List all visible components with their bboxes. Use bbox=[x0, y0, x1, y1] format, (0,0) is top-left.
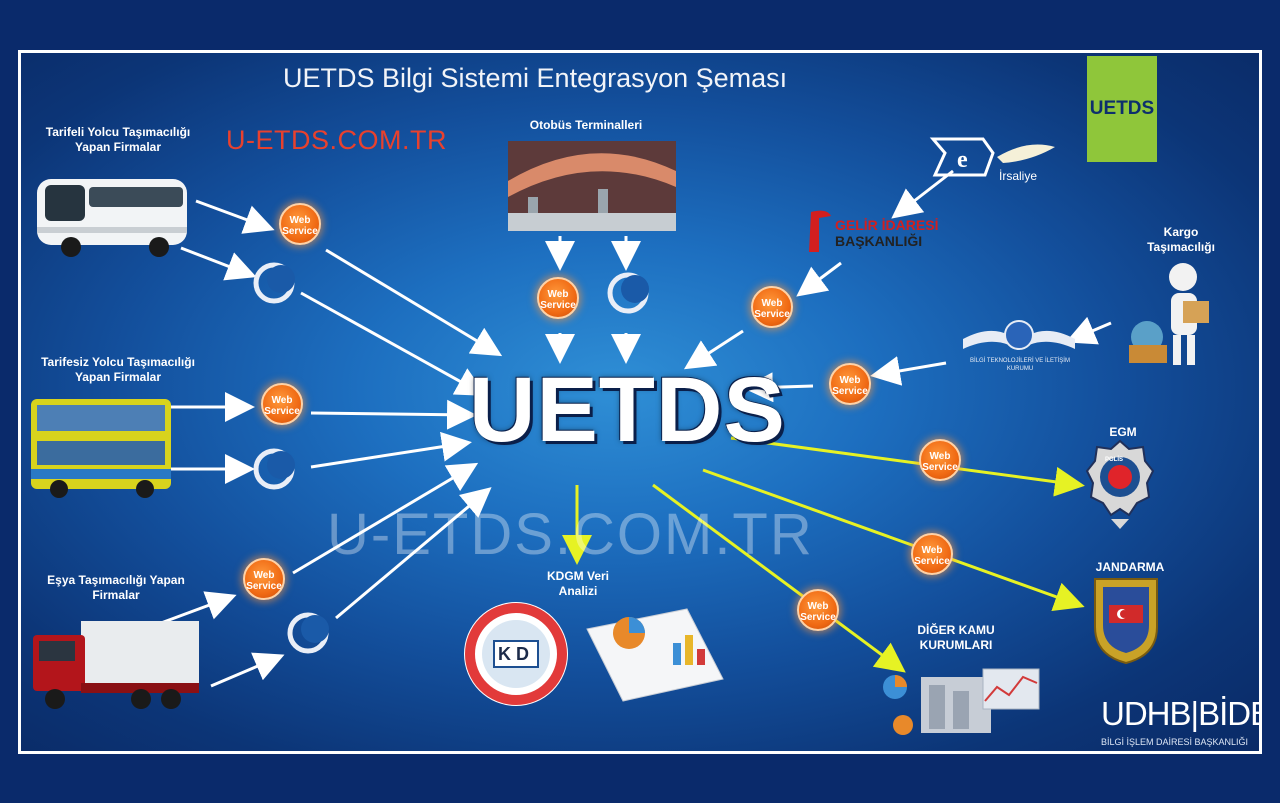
udhb-subtitle: BİLGİ İŞLEM DAİRESİ BAŞKANLIĞI bbox=[1101, 737, 1249, 747]
double-decker-image bbox=[27, 389, 177, 501]
data-analysis-image bbox=[577, 605, 727, 705]
udhb-logo: UDHB|BİDB bbox=[1101, 695, 1262, 732]
e-letter-icon: e bbox=[929, 137, 1055, 177]
web-service-node: Web Service bbox=[797, 589, 839, 631]
btk-caption: BİLGİ TEKNOLOJİLERİ VE İLETİŞİM KURUMU bbox=[970, 358, 1070, 372]
police-badge-icon bbox=[1085, 439, 1155, 529]
diagram-canvas: UETDS Bilgi Sistemi Entegrasyon Şeması U… bbox=[18, 50, 1262, 754]
irsaliye-label: İrsaliye bbox=[999, 169, 1038, 183]
egm-label: EGM bbox=[1109, 425, 1137, 439]
report-chart-icon bbox=[586, 608, 724, 702]
gib-line2: BAŞKANLIĞI bbox=[835, 233, 923, 249]
terminal-label: Otobüs Terminalleri bbox=[529, 118, 643, 132]
kdgm-label: KDGM Veri Analizi bbox=[546, 569, 609, 598]
url-watermark: U-ETDS.COM.TR bbox=[327, 502, 814, 567]
jandarma-label: JANDARMA bbox=[1095, 560, 1165, 574]
kdgm-seal-icon bbox=[464, 602, 568, 706]
tarifesiz-label: Tarifesiz Yolcu Taşımacılığı Yapan Firma… bbox=[41, 355, 195, 384]
web-service-node: Web Service bbox=[911, 533, 953, 575]
polis-text: POLİS bbox=[1105, 457, 1124, 463]
crescent-icon bbox=[253, 448, 295, 490]
jandarma-emblem bbox=[1091, 575, 1161, 665]
uetds-center-title: UETDS bbox=[469, 359, 786, 461]
web-service-node: Web Service bbox=[537, 277, 579, 319]
jandarma-shield-icon bbox=[1094, 578, 1158, 665]
kargo-label: Kargo Taşımacılığı bbox=[1147, 225, 1215, 254]
kdgm-emblem: K D bbox=[461, 599, 571, 709]
crescent-icon bbox=[607, 272, 649, 314]
connector-arrows bbox=[160, 169, 1112, 688]
svg-text:e: e bbox=[957, 147, 968, 173]
gib-mark-icon bbox=[809, 210, 831, 252]
diagram-title: UETDS Bilgi Sistemi Entegrasyon Şeması bbox=[283, 63, 788, 93]
web-service-node: Web Service bbox=[751, 286, 793, 328]
esya-label: Eşya Taşımacılığı Yapan Firmalar bbox=[47, 573, 185, 602]
ekapi-emblem bbox=[281, 609, 335, 668]
egm-emblem: POLİS bbox=[1085, 439, 1155, 531]
web-service-node: Web Service bbox=[243, 558, 285, 600]
truck-image bbox=[31, 613, 201, 713]
ekapi-emblem bbox=[247, 445, 301, 504]
web-service-node: Web Service bbox=[261, 383, 303, 425]
truck-icon bbox=[33, 621, 199, 709]
ekapi-emblem bbox=[247, 259, 301, 318]
cargo-courier-image bbox=[1121, 259, 1221, 371]
crescent-icon bbox=[287, 612, 329, 654]
e-irsaliye-logo: e İrsaliye bbox=[927, 131, 1057, 191]
public-institutions-image bbox=[873, 665, 1043, 745]
bus-terminal-image bbox=[508, 141, 676, 231]
terminal-icon bbox=[508, 141, 676, 231]
dashboard-icon bbox=[883, 668, 1040, 735]
web-service-node: Web Service bbox=[829, 363, 871, 405]
diger-label: DİĞER KAMU KURUMLARI bbox=[917, 623, 995, 652]
site-url-label[interactable]: U-ETDS.COM.TR bbox=[226, 125, 447, 155]
web-service-node: Web Service bbox=[279, 203, 321, 245]
btk-logo: BİLGİ TEKNOLOJİLERİ VE İLETİŞİM KURUMU bbox=[959, 315, 1079, 385]
kd-text: K D bbox=[498, 644, 529, 664]
tarifeli-label: Tarifeli Yolcu Taşımacılığı Yapan Firmal… bbox=[45, 125, 191, 154]
web-service-node: Web Service bbox=[919, 439, 961, 481]
gib-line1: GELİR İDARESİ bbox=[835, 217, 939, 233]
gib-logo: GELİR İDARESİ BAŞKANLIĞI bbox=[805, 208, 955, 258]
bus-icon bbox=[37, 179, 187, 257]
uetds-badge: UETDS bbox=[1087, 56, 1157, 162]
double-decker-bus-icon bbox=[31, 399, 171, 498]
courier-icon bbox=[1129, 263, 1209, 365]
ekapi-emblem bbox=[601, 269, 655, 328]
coach-bus-image bbox=[31, 165, 191, 263]
globe-wings-icon bbox=[963, 320, 1075, 350]
crescent-icon bbox=[253, 262, 295, 304]
